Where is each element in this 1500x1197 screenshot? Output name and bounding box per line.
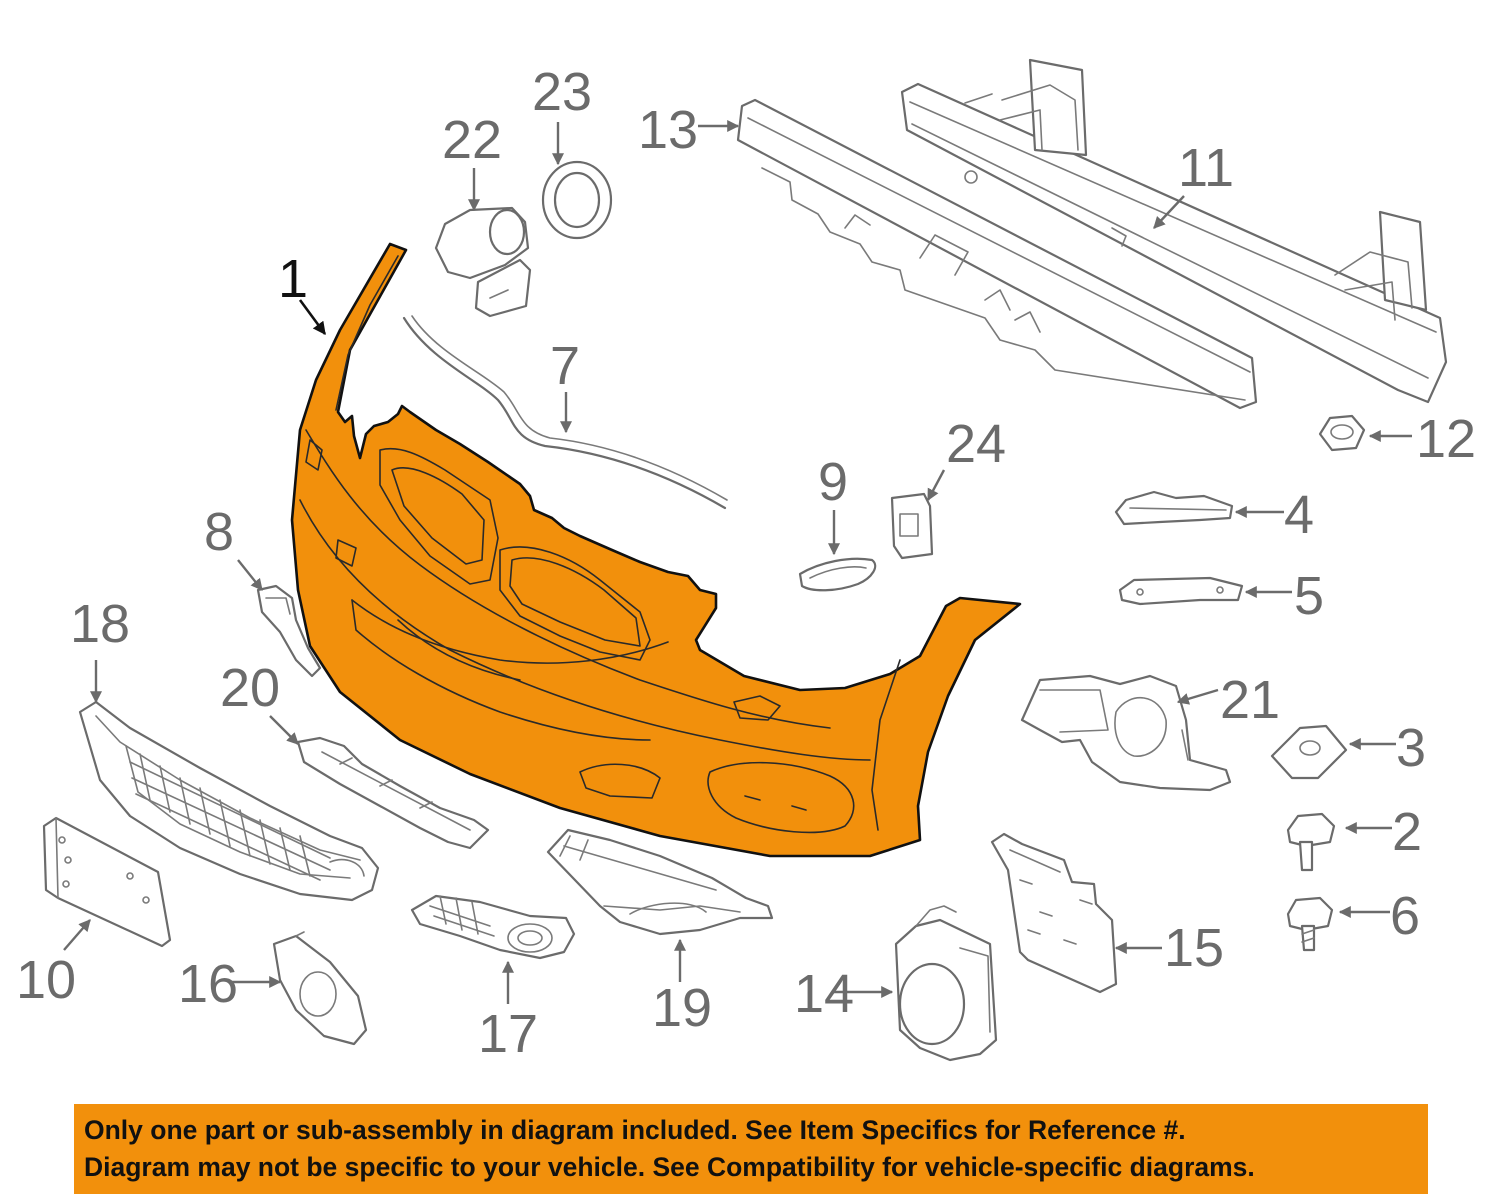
part-4-bracket — [1114, 490, 1234, 526]
part-12-nut — [1318, 414, 1366, 452]
leader-1 — [298, 299, 327, 336]
part-2-bolt — [1286, 812, 1336, 872]
callout-9: 9 — [818, 452, 848, 512]
leader-8 — [237, 559, 263, 591]
part-5-bracket — [1118, 576, 1244, 606]
disclaimer-banner: Only one part or sub-assembly in diagram… — [74, 1104, 1428, 1194]
callout-21: 21 — [1220, 670, 1280, 730]
part-20-support — [296, 736, 490, 850]
part-8-bracket — [256, 584, 322, 678]
part-14-sensor-module — [894, 905, 998, 1062]
callout-19: 19 — [652, 978, 712, 1038]
part-22-parking-sensor — [434, 206, 532, 318]
part-1-bumper-cover — [290, 242, 1022, 858]
part-17-fog-grille — [410, 894, 576, 960]
callout-10: 10 — [16, 950, 76, 1010]
callout-17: 17 — [478, 1004, 538, 1064]
callout-16: 16 — [178, 954, 238, 1014]
leader-lines — [63, 120, 1412, 1004]
callout-12: 12 — [1416, 409, 1476, 469]
callout-7: 7 — [550, 336, 580, 396]
part-24-clip — [890, 492, 934, 560]
callout-5: 5 — [1294, 566, 1324, 626]
part-10-license-bracket — [42, 816, 172, 948]
callout-1: 1 — [278, 249, 308, 309]
leader-21 — [1176, 688, 1219, 705]
callout-20: 20 — [220, 658, 280, 718]
callout-18: 18 — [70, 594, 130, 654]
disclaimer-line-2: Diagram may not be specific to your vehi… — [84, 1152, 1255, 1182]
callout-24: 24 — [946, 414, 1006, 474]
disclaimer-line-1: Only one part or sub-assembly in diagram… — [84, 1115, 1186, 1145]
callout-6: 6 — [1390, 886, 1420, 946]
callout-15: 15 — [1164, 918, 1224, 978]
part-11-reinforcement-bar — [900, 58, 1448, 404]
part-21-vent-bracket — [1020, 674, 1232, 792]
callout-23: 23 — [532, 62, 592, 122]
part-16-fog-cover — [272, 931, 368, 1046]
leader-24 — [926, 469, 946, 502]
part-23-sensor-ring — [541, 160, 613, 240]
callout-8: 8 — [204, 502, 234, 562]
callout-22: 22 — [442, 110, 502, 170]
callout-4: 4 — [1284, 485, 1314, 545]
part-9-cap — [798, 557, 877, 592]
callout-3: 3 — [1396, 718, 1426, 778]
part-13-energy-absorber — [736, 98, 1258, 410]
leader-11 — [1153, 195, 1185, 229]
callout-numbers: 1 2 3 4 5 6 7 8 9 10 11 12 13 14 15 16 1… — [16, 62, 1476, 1064]
callout-11: 11 — [1178, 138, 1234, 198]
part-19-vent-trim — [546, 828, 774, 936]
part-3-clip-nut — [1270, 724, 1348, 780]
callout-14: 14 — [794, 964, 854, 1024]
leader-10 — [63, 919, 91, 951]
part-6-bolt — [1286, 896, 1334, 952]
part-7-wire — [402, 315, 728, 510]
part-18-lower-grille — [78, 700, 380, 902]
callout-2: 2 — [1392, 802, 1422, 862]
leader-20 — [269, 715, 299, 745]
callout-13: 13 — [638, 100, 698, 160]
part-15-module-bracket — [990, 832, 1118, 994]
